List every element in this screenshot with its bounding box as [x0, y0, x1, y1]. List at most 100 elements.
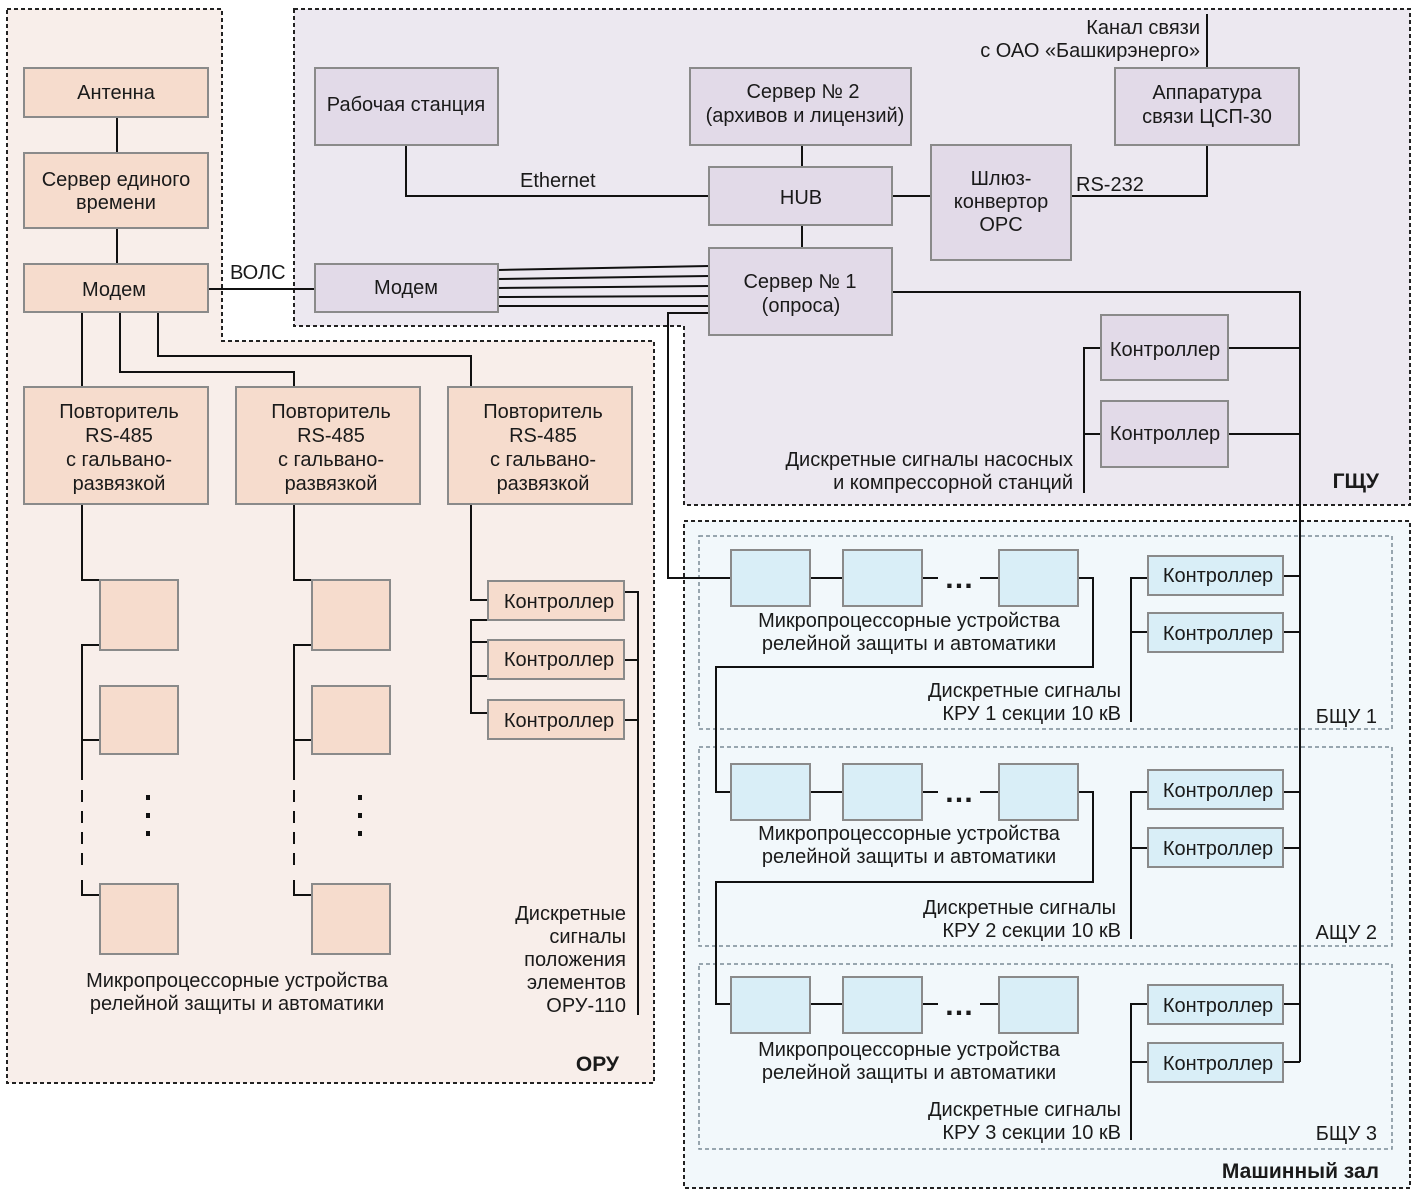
gshu-modem-label: Модем	[374, 277, 438, 299]
repeater-1: Повторитель RS-485 с гальвано- развязкой	[23, 386, 209, 505]
svg-text:RS-485: RS-485	[509, 425, 577, 447]
svg-text:развязкой: развязкой	[73, 473, 166, 495]
mz-ellipsis: …	[944, 776, 974, 809]
svg-text:Дискретные: Дискретные	[515, 903, 626, 925]
svg-text:Микропроцессорные устройства: Микропроцессорные устройства	[758, 823, 1061, 845]
svg-text:(архивов и лицензий): (архивов и лицензий)	[706, 105, 905, 127]
oru-device	[99, 883, 179, 955]
mz-ellipsis: …	[944, 989, 974, 1022]
svg-text:Контроллер: Контроллер	[1163, 565, 1273, 587]
svg-text:с гальвано-: с гальвано-	[66, 449, 172, 471]
svg-text:Повторитель: Повторитель	[483, 401, 603, 423]
mz-controller	[1147, 769, 1284, 810]
oru-devices-caption-2: релейной защиты и автоматики	[90, 993, 384, 1015]
zone-gshu-label: ГЩУ	[1333, 470, 1380, 493]
svg-text:Аппаратура: Аппаратура	[1152, 82, 1262, 104]
svg-text:связи ЦСП-30: связи ЦСП-30	[1142, 106, 1272, 128]
mz-controller	[1147, 827, 1284, 868]
mz-device	[730, 763, 811, 821]
svg-text:Канал связи: Канал связи	[1086, 17, 1200, 39]
svg-text:OPC: OPC	[979, 214, 1022, 236]
comm-equipment-box	[1114, 67, 1300, 146]
svg-text:Контроллер: Контроллер	[1163, 623, 1273, 645]
svg-text:элементов: элементов	[527, 972, 626, 994]
hub-label: HUB	[780, 187, 822, 209]
zone-bshu1	[698, 535, 1393, 730]
svg-text:КРУ 3 секции 10 кВ: КРУ 3 секции 10 кВ	[942, 1122, 1121, 1144]
svg-text:Повторитель: Повторитель	[59, 401, 179, 423]
svg-text:с ОАО «Башкирэнерго»: с ОАО «Башкирэнерго»	[980, 40, 1200, 62]
oru-devices-caption-1: Микропроцессорные устройства	[86, 970, 389, 992]
vertical-ellipsis	[146, 795, 362, 836]
comm-channel-label: Канал связи с ОАО «Башкирэнерго»	[980, 17, 1200, 62]
svg-text:Сервер № 1: Сервер № 1	[743, 271, 856, 293]
zone-ashu2-label: АЩУ 2	[1316, 922, 1377, 944]
svg-text:Контроллер: Контроллер	[1110, 339, 1220, 361]
gshu-controller	[1100, 314, 1229, 381]
repeater-3: Повторитель RS-485 с гальвано- развязкой	[447, 386, 633, 505]
svg-text:Контроллер: Контроллер	[1163, 780, 1273, 802]
oru-discrete-signals-label: Дискретные сигналы положения элементов О…	[515, 903, 626, 1017]
svg-text:КРУ 1 секции 10 кВ: КРУ 1 секции 10 кВ	[942, 703, 1121, 725]
svg-text:релейной защиты и автоматики: релейной защиты и автоматики	[762, 1062, 1056, 1084]
mz-controller	[1147, 1042, 1284, 1083]
oru-device	[99, 685, 179, 755]
gshu-modem-box	[314, 263, 499, 313]
oru-modem-box	[23, 263, 209, 313]
svg-text:Шлюз-: Шлюз-	[971, 168, 1032, 190]
svg-text:релейной защиты и автоматики: релейной защиты и автоматики	[762, 633, 1056, 655]
zone-bshu3-label: БЩУ 3	[1316, 1123, 1377, 1145]
svg-text:Контроллер: Контроллер	[504, 710, 614, 732]
svg-text:сигналы: сигналы	[549, 926, 626, 948]
oru-controller	[487, 639, 625, 680]
repeater-2: Повторитель RS-485 с гальвано- развязкой	[235, 386, 421, 505]
server1-box	[708, 247, 893, 336]
mz-controller	[1147, 612, 1284, 653]
oru-device	[311, 579, 391, 651]
svg-text:Контроллер: Контроллер	[1163, 995, 1273, 1017]
mz-device	[842, 549, 923, 607]
svg-text:Сервер № 2: Сервер № 2	[746, 81, 859, 103]
svg-text:Дискретные сигналы насосных: Дискретные сигналы насосных	[786, 449, 1073, 471]
zone-ashu2	[698, 746, 1393, 947]
svg-text:Контроллер: Контроллер	[504, 591, 614, 613]
gshu-discrete-signals-label: Дискретные сигналы насосных и компрессор…	[786, 449, 1073, 494]
workstation-box	[314, 67, 499, 146]
svg-text:развязкой: развязкой	[285, 473, 378, 495]
connections	[81, 14, 1301, 1140]
svg-text:Контроллер: Контроллер	[1163, 838, 1273, 860]
workstation-label: Рабочая станция	[327, 94, 485, 116]
zone-oru-label: ОРУ	[576, 1053, 620, 1076]
mz-device	[998, 976, 1079, 1034]
svg-text:Микропроцессорные устройства: Микропроцессорные устройства	[758, 1039, 1061, 1061]
zone-machine-hall-label: Машинный зал	[1222, 1160, 1379, 1183]
mz-device	[842, 763, 923, 821]
svg-text:Контроллер: Контроллер	[504, 649, 614, 671]
svg-text:Дискретные сигналы: Дискретные сигналы	[923, 897, 1116, 919]
svg-text:(опроса): (опроса)	[762, 295, 841, 317]
mz-device	[998, 549, 1079, 607]
gshu-controller	[1100, 400, 1229, 468]
mz-controller	[1147, 555, 1284, 596]
time-server-label-2: времени	[76, 192, 156, 214]
time-server-box	[23, 152, 209, 229]
svg-text:КРУ 2 секции 10 кВ: КРУ 2 секции 10 кВ	[942, 920, 1121, 942]
svg-text:RS-485: RS-485	[85, 425, 153, 447]
antenna-box	[23, 67, 209, 118]
svg-text:Микропроцессорные устройства: Микропроцессорные устройства	[758, 610, 1061, 632]
oru-controller	[487, 580, 625, 621]
oru-controller	[487, 699, 625, 740]
svg-text:с гальвано-: с гальвано-	[278, 449, 384, 471]
mz-device	[730, 549, 811, 607]
svg-text:Контроллер: Контроллер	[1110, 423, 1220, 445]
svg-text:Контроллер: Контроллер	[1163, 1053, 1273, 1075]
svg-text:развязкой: развязкой	[497, 473, 590, 495]
oru-modem-label: Модем	[82, 279, 146, 301]
zone-bshu1-label: БЩУ 1	[1316, 706, 1377, 728]
mz-device	[998, 763, 1079, 821]
svg-text:RS-485: RS-485	[297, 425, 365, 447]
time-server-label-1: Сервер единого	[42, 169, 191, 191]
fiber-link-label: ВОЛС	[230, 262, 286, 284]
zone-bshu3	[698, 963, 1393, 1150]
